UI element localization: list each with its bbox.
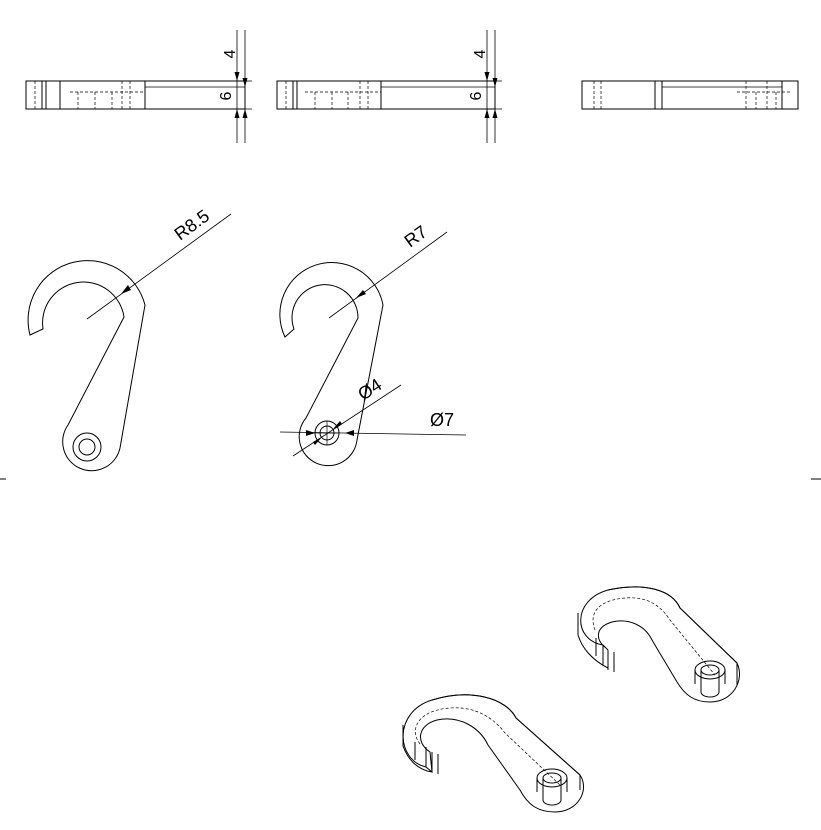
dimension-thickness-1: 4 6 (212, 30, 252, 143)
dimension-r7: R7 (328, 222, 448, 319)
isometric-hook-lower (402, 694, 585, 813)
hook-front-view-left (27, 260, 146, 472)
radius-label-r8-5: R8.5 (171, 206, 214, 245)
isometric-hook-upper (577, 586, 740, 703)
dim-label-6b: 6 (468, 91, 485, 100)
side-view-2 (276, 80, 496, 110)
diameter-label-o7: Ø7 (430, 410, 454, 430)
diameter-label-o4: Ø4 (354, 375, 385, 405)
side-view-3 (581, 80, 799, 110)
dim-label-4: 4 (222, 49, 239, 58)
dimension-thickness-2: 4 6 (462, 30, 502, 143)
dimension-o7: Ø7 (279, 410, 467, 436)
dim-label-4b: 4 (472, 49, 489, 58)
side-view-1 (25, 80, 246, 110)
dim-label-6: 6 (218, 91, 235, 100)
dimension-r8-5: R8.5 (86, 206, 232, 320)
hook-front-view-right (279, 261, 384, 467)
dimension-o4: Ø4 (292, 375, 402, 457)
